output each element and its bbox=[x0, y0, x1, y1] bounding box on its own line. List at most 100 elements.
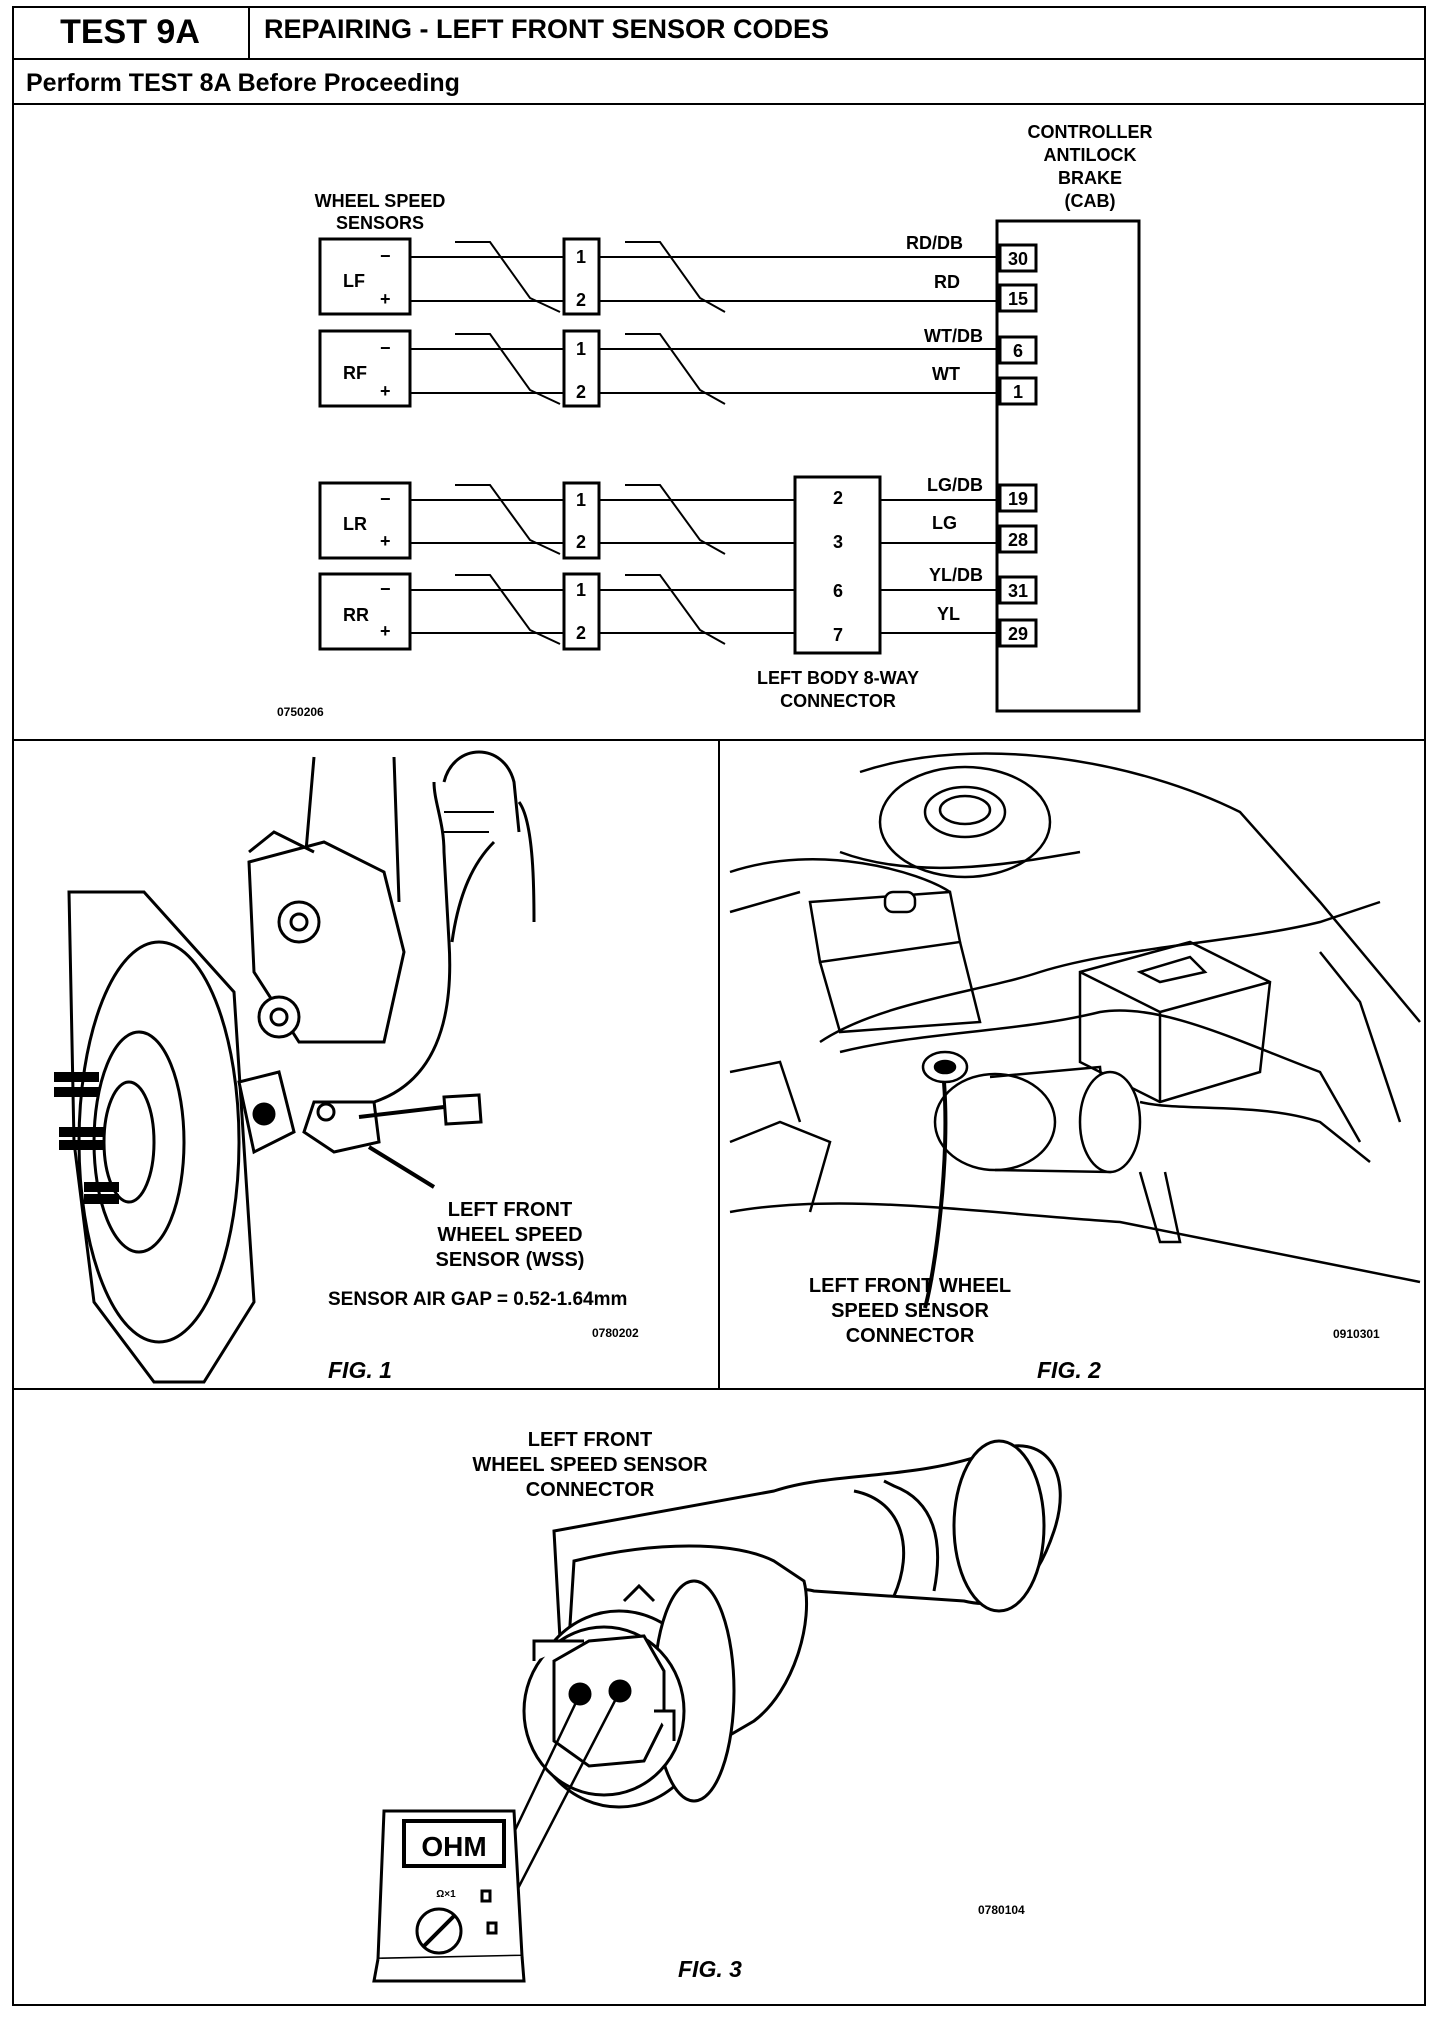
sensor-name: RR bbox=[343, 605, 369, 625]
cab-pin bbox=[998, 483, 1038, 513]
sensor-minus: − bbox=[380, 246, 391, 266]
cab-label-3: BRAKE bbox=[1058, 168, 1122, 188]
fig2-caption: FIG. 2 bbox=[1037, 1357, 1101, 1383]
sensor-minus: − bbox=[380, 579, 391, 599]
cab-label-2: ANTILOCK bbox=[1044, 145, 1137, 165]
cab-pin bbox=[998, 618, 1038, 648]
fig3-caption: FIG. 3 bbox=[678, 1956, 742, 1982]
fig1-label-line: WHEEL SPEED bbox=[437, 1224, 583, 1246]
wire-color: RD/DB bbox=[906, 233, 963, 253]
fig3-label-line: CONNECTOR bbox=[525, 1479, 655, 1501]
cab-label-1: CONTROLLER bbox=[1028, 122, 1153, 142]
cab-pin bbox=[998, 283, 1038, 313]
sensor-name: LF bbox=[343, 271, 365, 291]
fig1-label: LEFT FRONT WHEEL SPEED SENSOR (WSS) bbox=[370, 1198, 650, 1273]
connector-pin: 2 bbox=[576, 382, 586, 402]
sensor-plus: + bbox=[380, 531, 391, 551]
fig3-illustration: OHM Ω×1 bbox=[372, 1439, 1062, 1983]
connector-pin: 1 bbox=[576, 580, 586, 600]
page-title: REPAIRING - LEFT FRONT SENSOR CODES bbox=[264, 14, 830, 44]
cab-pin-number: 6 bbox=[1013, 341, 1023, 361]
fig2-illustration bbox=[729, 752, 1421, 1309]
cab-pin-number: 31 bbox=[1008, 581, 1028, 601]
section-divider bbox=[12, 103, 1426, 105]
figure-divider bbox=[718, 739, 720, 1389]
fig2-label: LEFT FRONT WHEEL SPEED SENSOR CONNECTOR bbox=[780, 1274, 1040, 1349]
sensor-name: LR bbox=[343, 514, 367, 534]
cab-pin-number: 28 bbox=[1008, 530, 1028, 550]
fig2-label-line: LEFT FRONT WHEEL bbox=[808, 1275, 1012, 1297]
rr-connector bbox=[562, 572, 601, 651]
lf-sensor-box bbox=[318, 237, 412, 316]
lr-sensor-box bbox=[318, 481, 412, 560]
test-id: TEST 9A bbox=[12, 6, 250, 60]
fig3-label: LEFT FRONT WHEEL SPEED SENSOR CONNECTOR bbox=[440, 1428, 740, 1503]
cab-module bbox=[995, 219, 1141, 713]
cab-pin-number: 30 bbox=[1008, 249, 1028, 269]
wire-color: WT bbox=[932, 364, 960, 384]
wire-color: LG bbox=[932, 513, 957, 533]
body-connector-label-2: CONNECTOR bbox=[780, 691, 896, 711]
connector-pin: 2 bbox=[576, 532, 586, 552]
body-connector-pin: 2 bbox=[833, 488, 843, 508]
wss-label-1: WHEEL SPEED bbox=[315, 191, 446, 211]
sensor-name: RF bbox=[343, 363, 367, 383]
fig2-code: 0910301 bbox=[1333, 1327, 1380, 1341]
fig3-label-line: LEFT FRONT bbox=[527, 1429, 653, 1451]
wire-color: YL bbox=[937, 604, 960, 624]
rr-sensor-box bbox=[318, 572, 412, 651]
wire-color: YL/DB bbox=[929, 565, 983, 585]
connector-pin: 2 bbox=[576, 623, 586, 643]
diagram-code: 0750206 bbox=[277, 705, 324, 719]
rf-sensor-box bbox=[318, 329, 412, 408]
cab-pin-number: 15 bbox=[1008, 289, 1028, 309]
lf-connector bbox=[562, 237, 601, 316]
body-connector-pin: 6 bbox=[833, 581, 843, 601]
fig3-label-line: WHEEL SPEED SENSOR bbox=[472, 1454, 708, 1476]
body-connector-label-1: LEFT BODY 8-WAY bbox=[757, 668, 919, 688]
prerequisite-note: Perform TEST 8A Before Proceeding bbox=[26, 69, 460, 97]
wire-color: WT/DB bbox=[924, 326, 983, 346]
cab-pin-number: 29 bbox=[1008, 624, 1028, 644]
connector-pin: 1 bbox=[576, 247, 586, 267]
wire-color: LG/DB bbox=[927, 475, 983, 495]
section-divider bbox=[12, 1388, 1426, 1390]
fig2-label-line: CONNECTOR bbox=[845, 1325, 975, 1347]
cab-pin bbox=[998, 335, 1038, 365]
cab-pin bbox=[998, 376, 1038, 406]
ohmmeter-range: Ω×1 bbox=[436, 1889, 456, 1900]
header-divider bbox=[250, 58, 1426, 60]
sensor-air-gap: SENSOR AIR GAP = 0.52-1.64mm bbox=[328, 1289, 628, 1310]
connector-pin: 1 bbox=[576, 490, 586, 510]
cab-label-4: (CAB) bbox=[1065, 191, 1116, 211]
connector-pin: 2 bbox=[576, 290, 586, 310]
fig1-label-line: LEFT FRONT bbox=[447, 1199, 573, 1221]
sensor-minus: − bbox=[380, 338, 391, 358]
sensor-minus: − bbox=[380, 489, 391, 509]
wss-label-2: SENSORS bbox=[336, 213, 424, 233]
fig2-label-line: SPEED SENSOR bbox=[831, 1300, 989, 1322]
ohmmeter-display: OHM bbox=[421, 1831, 486, 1862]
cab-pin bbox=[998, 243, 1038, 273]
fig1-code: 0780202 bbox=[592, 1326, 639, 1340]
fig1-label-line: SENSOR (WSS) bbox=[435, 1249, 585, 1271]
wire-color: RD bbox=[934, 272, 960, 292]
cab-pin bbox=[998, 575, 1038, 605]
body-connector-pin: 3 bbox=[833, 532, 843, 552]
fig1-illustration bbox=[54, 750, 536, 1384]
page-frame bbox=[12, 6, 1426, 2006]
sensor-plus: + bbox=[380, 621, 391, 641]
sensor-plus: + bbox=[380, 381, 391, 401]
lr-connector bbox=[562, 481, 601, 560]
body-8way-connector bbox=[793, 475, 882, 655]
fig1-caption: FIG. 1 bbox=[328, 1357, 392, 1383]
sensor-plus: + bbox=[380, 289, 391, 309]
wiring-schematic: WHEEL SPEED SENSORS CONTROLLER ANTILOCK … bbox=[277, 122, 1153, 719]
body-connector-pin: 7 bbox=[833, 625, 843, 645]
fig3-code: 0780104 bbox=[978, 1903, 1025, 1917]
cab-pin-number: 19 bbox=[1008, 489, 1028, 509]
cab-pin bbox=[998, 524, 1038, 554]
rf-connector bbox=[562, 329, 601, 408]
connector-pin: 1 bbox=[576, 339, 586, 359]
cab-pin-number: 1 bbox=[1013, 382, 1023, 402]
